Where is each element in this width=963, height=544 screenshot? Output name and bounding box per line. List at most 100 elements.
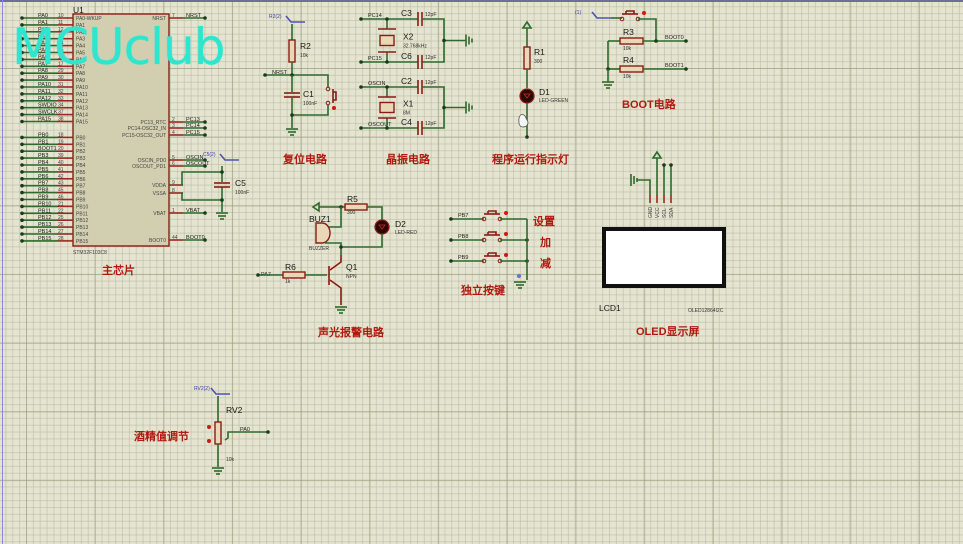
pin-number: 2	[172, 117, 175, 123]
junction-dot	[339, 245, 343, 249]
pin-end-dot	[20, 156, 24, 160]
wire	[637, 179, 651, 195]
pin-end-dot	[20, 78, 24, 82]
pin-name: PB1	[76, 142, 86, 148]
oled-screen[interactable]	[602, 227, 726, 288]
key-button-pb8[interactable]	[481, 231, 508, 243]
net-label-pa9: PA9	[38, 75, 48, 81]
net-label-pb14: PB14	[38, 229, 51, 235]
capacitor-c1[interactable]	[284, 92, 300, 98]
net-label-pa12: PA12	[38, 96, 51, 102]
pin-name: PB5	[76, 170, 86, 176]
pin-number: 5	[172, 155, 175, 161]
wire	[367, 206, 383, 220]
pin-end-dot	[20, 142, 24, 147]
key-label-pb7: 设置	[533, 214, 555, 228]
mcuclub-watermark: MCUclub	[12, 18, 225, 76]
resistor-r4[interactable]	[619, 65, 644, 73]
crystal-x2[interactable]	[378, 28, 396, 53]
junction-dot	[654, 39, 658, 43]
wire	[292, 105, 329, 116]
led-diode-glyph	[523, 93, 531, 99]
capacitor-c6[interactable]	[417, 55, 423, 69]
pin-number: 6	[172, 161, 175, 167]
pin-number: 38	[58, 117, 64, 123]
capacitor-c2[interactable]	[417, 80, 423, 94]
potentiometer-rv2[interactable]	[214, 421, 222, 445]
buz1-value: BUZZER	[309, 246, 329, 252]
capacitor-c3[interactable]	[417, 12, 423, 26]
pin-number: 26	[58, 222, 64, 228]
u1-chip-body[interactable]	[72, 13, 170, 247]
rv2-voltage-probe-icon[interactable]: RV2(2)	[194, 386, 230, 395]
x2-ground	[465, 34, 473, 47]
led-d2[interactable]	[374, 219, 390, 235]
junction-dot	[256, 273, 260, 277]
transistor-q1[interactable]	[328, 255, 342, 305]
wire	[638, 18, 657, 41]
ground-boot	[602, 81, 614, 89]
key-button-pb7[interactable]	[481, 210, 508, 222]
r2-voltage-probe-icon[interactable]: R2(2)	[269, 14, 305, 23]
button-cap	[488, 252, 497, 256]
pin-number: 1	[172, 208, 175, 214]
probe-label: R2(2)	[269, 14, 282, 20]
pin-end-dot	[20, 225, 24, 229]
pin-end-dot	[20, 64, 24, 69]
pot-decrease-indicator[interactable]	[207, 439, 211, 443]
wire	[325, 242, 342, 255]
pin-name: PB8	[76, 191, 86, 197]
net-label-pc14: PC14	[368, 13, 382, 19]
pin-number: 16	[58, 54, 64, 60]
led-d1[interactable]	[519, 88, 535, 104]
pin-number: 25	[58, 215, 64, 221]
boot-button[interactable]	[619, 10, 646, 22]
resistor-r2[interactable]	[288, 39, 296, 63]
button-contact	[619, 16, 625, 22]
oled-pin-vcc: VCC	[655, 207, 661, 218]
crystal-body	[379, 101, 395, 114]
buzzer-buz1[interactable]	[315, 222, 331, 244]
rv2-ref: RV2	[226, 405, 243, 415]
pin-name: PA1	[76, 23, 85, 29]
pin-name: PB0	[76, 135, 86, 141]
key-button-pb9[interactable]	[481, 252, 508, 264]
pin-end-dot	[20, 149, 24, 153]
pin-end-dot	[20, 218, 24, 222]
probe-label: C5(2)	[203, 152, 216, 158]
pin-name: PB2	[76, 149, 86, 155]
pin-end-dot	[203, 238, 207, 242]
boot-voltage-probe-icon[interactable]: (1)	[575, 10, 611, 19]
net-label-oscout: OSCOUT	[186, 161, 210, 167]
pin-end-dot	[266, 430, 270, 434]
resistor-r3[interactable]	[619, 37, 644, 45]
resistor-r1[interactable]	[523, 46, 531, 70]
pin-number: 30	[58, 75, 64, 81]
capacitor-c5[interactable]	[214, 182, 230, 188]
junction-dot	[385, 60, 389, 64]
pin-end-dot	[20, 183, 24, 188]
crystal-x1[interactable]	[378, 96, 396, 119]
resistor-r6[interactable]	[282, 271, 306, 279]
reset-button[interactable]	[325, 86, 337, 110]
c5-voltage-probe-icon[interactable]: C5(2)	[203, 152, 239, 161]
led-body-icon	[519, 88, 535, 104]
r6-value: 1k	[285, 279, 291, 285]
pot-increase-indicator[interactable]	[207, 425, 211, 429]
junction-dot	[359, 60, 363, 64]
capacitor-c4[interactable]	[417, 121, 423, 135]
title-reset: 复位电路	[282, 152, 328, 166]
pin-name: PC14-OSC32_IN	[128, 126, 167, 132]
net-label-pb3: PB3	[38, 153, 48, 159]
pin-end-dot	[449, 217, 453, 221]
pin-number: 21	[58, 201, 64, 207]
